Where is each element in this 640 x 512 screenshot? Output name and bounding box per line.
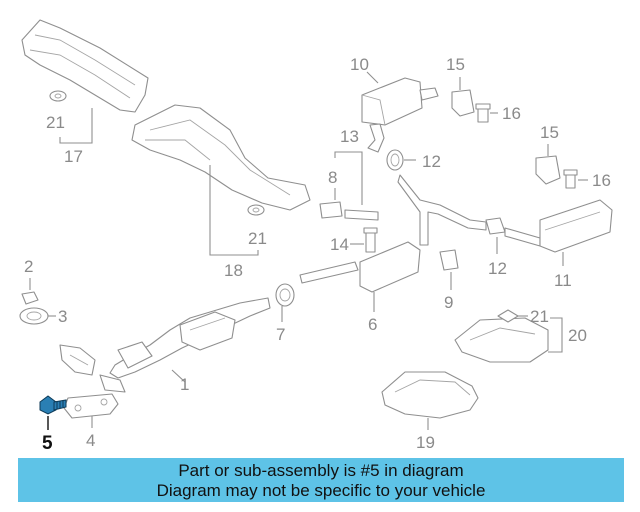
callout-6: 6 (368, 315, 377, 334)
clamp-12-upper (386, 149, 404, 171)
hanger-15-top (451, 89, 475, 117)
bracket-13 (344, 209, 379, 221)
gasket-3 (19, 307, 49, 325)
bolt-14 (363, 227, 378, 253)
nut-2 (21, 291, 39, 305)
leader-20 (548, 317, 563, 353)
leader-17 (59, 108, 93, 144)
callout-15-right: 15 (540, 123, 559, 142)
rubber-hanger-8 (319, 201, 343, 219)
callout-1: 1 (180, 375, 189, 394)
callout-7: 7 (276, 325, 285, 344)
leader-18 (209, 165, 259, 256)
callout-21-right: 21 (530, 307, 549, 326)
callout-13: 13 (340, 127, 359, 146)
callout-16-right: 16 (592, 171, 611, 190)
callout-10: 10 (350, 55, 369, 74)
nut-21-top (49, 90, 67, 102)
heat-shield-middle (131, 104, 311, 211)
callout-9: 9 (444, 293, 453, 312)
callout-12-upper: 12 (422, 152, 441, 171)
callout-20: 20 (568, 326, 587, 345)
callout-12-lower: 12 (488, 259, 507, 278)
callout-21-middle: 21 (248, 229, 267, 248)
bolt-16-right (563, 169, 578, 189)
gasket-4 (63, 393, 119, 419)
hanger-15-right (535, 155, 561, 185)
callout-15-top: 15 (446, 55, 465, 74)
callout-14: 14 (330, 235, 349, 254)
callout-19: 19 (416, 433, 435, 452)
callout-4: 4 (86, 431, 95, 450)
clamp-7 (275, 283, 295, 307)
center-muffler-6 (299, 241, 421, 293)
heat-shield-upper (21, 19, 149, 113)
exhaust-system-diagram: 21 17 21 18 10 15 16 12 13 8 (19, 19, 613, 454)
info-banner: Part or sub-assembly is #5 in diagram Di… (18, 458, 624, 502)
rear-muffler (361, 77, 439, 153)
bolt-16-top (475, 103, 491, 123)
bolt-5-highlighted[interactable] (39, 395, 67, 415)
muffler-11 (539, 199, 613, 253)
callout-5: 5 (42, 433, 53, 454)
callout-11: 11 (554, 271, 572, 290)
leader-10 (366, 71, 379, 84)
callout-16-top: 16 (502, 104, 521, 123)
y-pipe (397, 174, 541, 247)
callout-17: 17 (64, 147, 83, 166)
front-exhaust-pipe-1 (59, 297, 271, 393)
callout-18: 18 (224, 261, 243, 280)
leader-1 (171, 369, 186, 383)
callout-2: 2 (24, 257, 33, 276)
hanger-9 (439, 249, 459, 271)
callout-21-top: 21 (46, 113, 65, 132)
heat-shield-19 (381, 371, 479, 419)
banner-line-1: Part or sub-assembly is #5 in diagram (178, 461, 464, 480)
nut-21-middle (247, 204, 265, 216)
callout-3: 3 (58, 307, 67, 326)
leader-13 (334, 151, 363, 205)
banner-line-2: Diagram may not be specific to your vehi… (156, 481, 486, 500)
callout-8: 8 (328, 168, 337, 187)
heat-shield-20 (454, 317, 549, 363)
